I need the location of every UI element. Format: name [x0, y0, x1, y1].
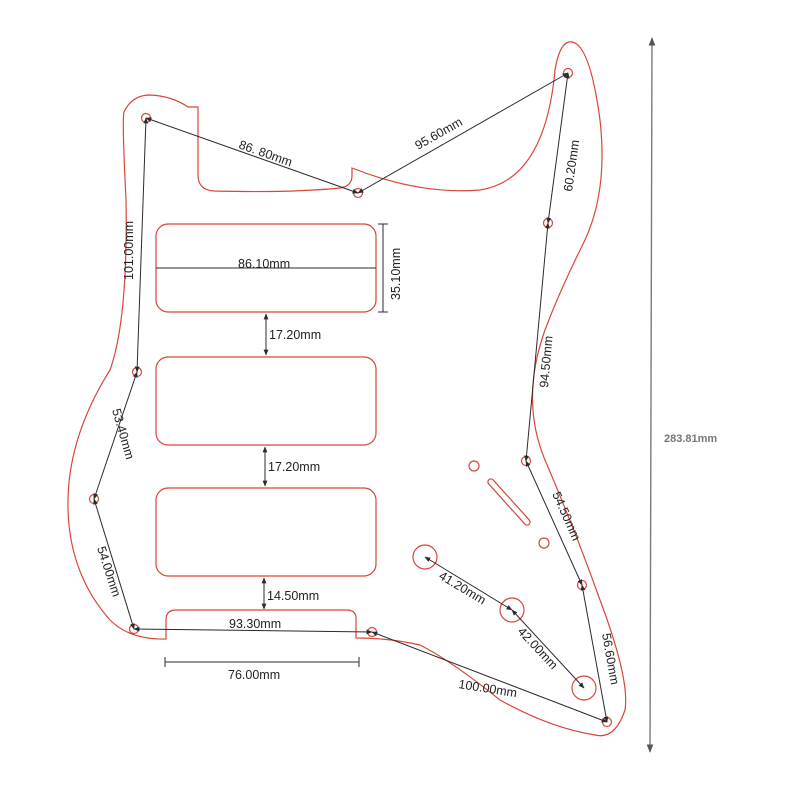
bridge-pickup-cavity — [155, 487, 377, 577]
label-54-50: 54.50mm — [549, 490, 583, 543]
switch-screw-hole-top — [468, 460, 480, 472]
label-41-20: 41.20mm — [436, 569, 488, 608]
label-17-20-b: 17.20mm — [268, 460, 320, 474]
label-100-00: 100.00mm — [458, 677, 519, 700]
label-93-30: 93.30mm — [229, 617, 281, 631]
switch-slot — [487, 478, 531, 526]
dim-line-41-20 — [424, 556, 513, 611]
dim-line-54-00 — [93, 498, 135, 630]
dim-line-53-40 — [93, 371, 138, 500]
label-35-10: 35.10mm — [389, 248, 403, 300]
overall-height-line — [646, 37, 656, 753]
dim-line-100-00 — [371, 631, 608, 723]
dim-line-54-50 — [525, 460, 583, 586]
dim-line-42-00 — [511, 609, 585, 689]
dim-line-86-80 — [145, 117, 359, 194]
label-54-00: 54.00mm — [94, 545, 123, 599]
dim-line-95-60 — [357, 72, 569, 194]
dim-line-94-50 — [524, 222, 550, 462]
middle-pickup-cavity — [155, 356, 377, 446]
label-14-50: 14.50mm — [267, 589, 319, 603]
label-60-20: 60.20mm — [561, 139, 582, 193]
dim-line-93-30 — [133, 626, 373, 635]
dim-line-60-20 — [546, 72, 570, 224]
label-53-40: 53.40mm — [109, 407, 137, 461]
label-overall-height: 283.81mm — [664, 433, 717, 445]
label-94-50: 94.50mm — [537, 335, 555, 388]
dim-line-101-00 — [134, 117, 149, 373]
label-76-00: 76.00mm — [228, 668, 280, 682]
label-101-00: 101.00mm — [122, 221, 136, 280]
label-56-60: 56.60mm — [599, 632, 622, 686]
label-42-00: 42.00mm — [515, 624, 561, 672]
switch-screw-hole-bottom — [538, 537, 550, 549]
label-86-80: 86. 80mm — [237, 138, 294, 170]
label-86-10: 86.10mm — [238, 257, 290, 271]
label-17-20-a: 17.20mm — [269, 328, 321, 342]
